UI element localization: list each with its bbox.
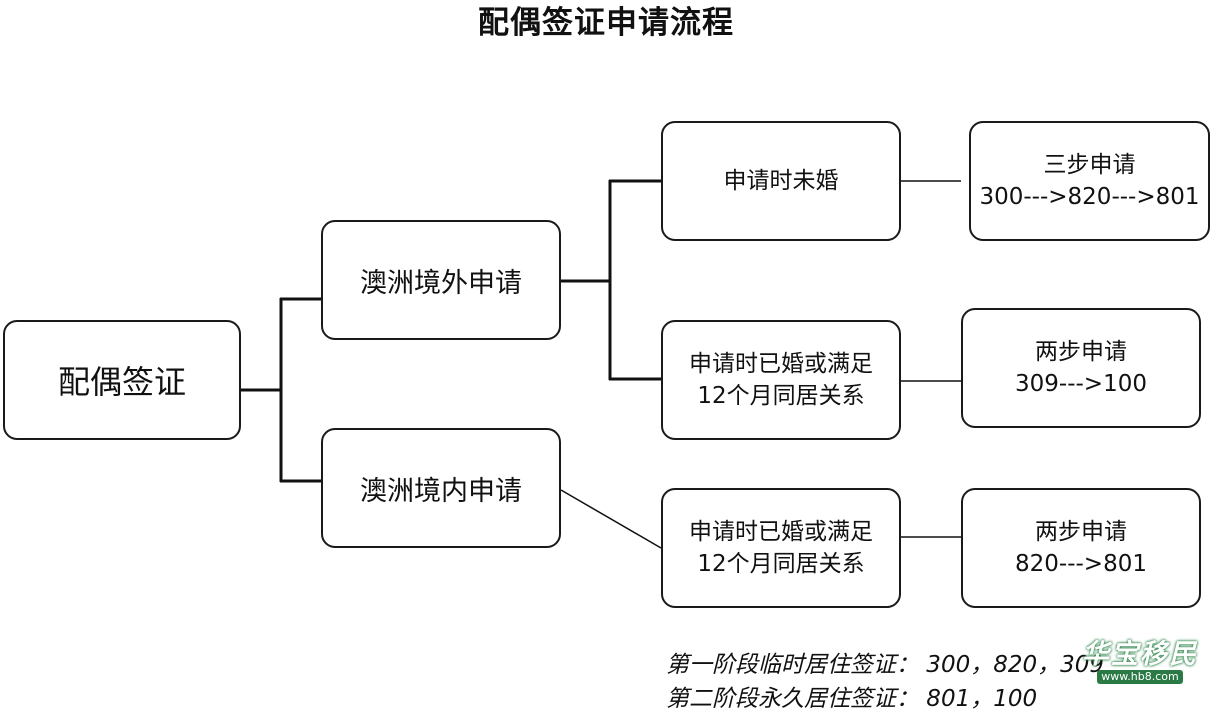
node-spouse-visa: 配偶签证 [3, 320, 241, 440]
node-label-line: 配偶签证 [57, 363, 186, 401]
node-label-line: 820--->801 [1015, 551, 1147, 577]
watermark-logo: 华宝移民 www.hb8.com [1080, 640, 1200, 692]
diagram-title: 配偶签证申请流程 [478, 5, 734, 41]
node-offshore-application: 澳洲境外申请 [321, 220, 561, 340]
node-two-step-offshore: 两步申请 309--->100 [961, 308, 1201, 428]
watermark-url: www.hb8.com [1097, 670, 1183, 684]
node-onshore-application: 澳洲境内申请 [321, 428, 561, 548]
node-label-line: 309--->100 [1015, 371, 1147, 397]
node-label-line: 300--->820--->801 [979, 184, 1200, 210]
node-label-line: 澳洲境内申请 [360, 475, 522, 507]
node-label-line: 三步申请 [1043, 152, 1136, 178]
node-two-step-onshore: 两步申请 820--->801 [961, 488, 1201, 608]
node-married-onshore: 申请时已婚或满足 12个月同居关系 [661, 488, 901, 608]
node-married-offshore: 申请时已婚或满足 12个月同居关系 [661, 320, 901, 440]
watermark-text: 华宝移民 [1082, 639, 1198, 670]
node-three-step: 三步申请 300--->820--->801 [969, 121, 1210, 241]
node-label-line: 澳洲境外申请 [360, 267, 522, 299]
node-label-line: 12个月同居关系 [697, 383, 865, 409]
node-label-line: 申请时未婚 [723, 168, 839, 194]
node-label-line: 12个月同居关系 [697, 551, 865, 577]
visa-stage-notes: 第一阶段临时居住签证： 300，820，309 第二阶段永久居住签证： 801，… [666, 648, 1104, 716]
note-permanent-visa: 第二阶段永久居住签证： 801，100 [666, 686, 1038, 712]
node-unmarried: 申请时未婚 [661, 121, 901, 241]
node-label-line: 两步申请 [1035, 519, 1127, 545]
node-label-line: 申请时已婚或满足 [689, 519, 873, 545]
node-label-line: 两步申请 [1035, 339, 1127, 365]
node-label-line: 申请时已婚或满足 [689, 351, 873, 377]
connector-onshore-married [560, 489, 662, 549]
note-temporary-visa: 第一阶段临时居住签证： 300，820，309 [666, 652, 1105, 678]
